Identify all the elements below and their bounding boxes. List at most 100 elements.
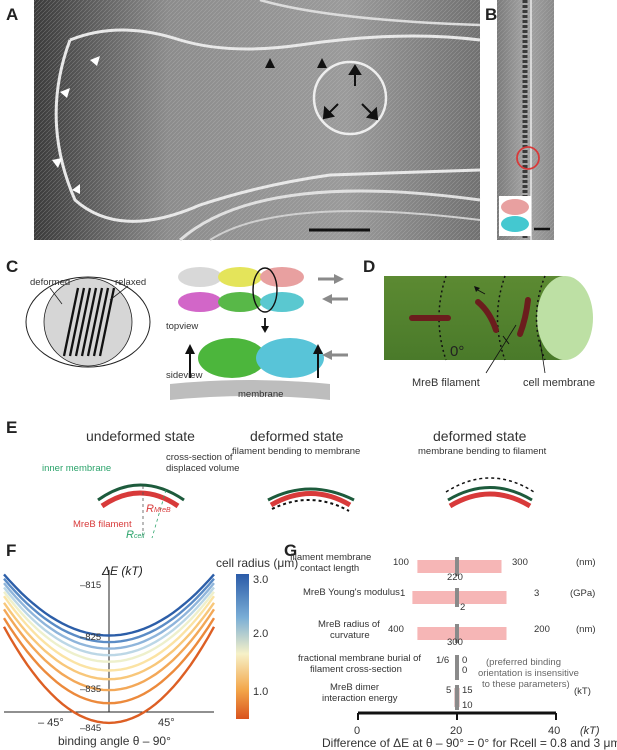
panel-label-d: D [363,257,375,276]
label-zero-degree: 0° [450,343,464,360]
label-displaced-1: cross-section of [166,452,233,463]
label-relaxed: relaxed [115,277,146,288]
ytick-825: –825 [80,632,101,643]
g-xtick-40: 40 [548,725,560,737]
panel-label-a: A [6,5,18,24]
g-row1-base: 220 [447,572,463,583]
panel-c-protein-views [170,267,348,400]
g-row1-low: 100 [393,557,409,568]
label-inner-membrane: inner membrane [42,463,111,474]
baseline-mark-4 [455,655,459,680]
g-row4-low: 1/6 [436,655,449,666]
panel-label-f: F [6,541,16,560]
label-r-cell: Rcell [126,529,145,541]
g-xtick-0: 0 [354,725,360,737]
label-sideview: sideview [166,370,203,381]
g-row5-unit: (kT) [574,686,591,697]
g-row1-label1: filament membrane [290,552,371,563]
panel-d-cell-cylinder [384,275,593,374]
state-deformed-1-sub: filament bending to membrane [232,446,360,457]
cbar-tick-3: 3.0 [253,574,268,586]
panel-e-deformed-1 [267,487,355,512]
panel-c-cross-section [25,276,151,368]
panel-label-c: C [6,257,18,276]
series-line-r1.2 [3,608,215,692]
series-line-r2.0 [3,586,215,657]
panel-label-b: B [485,5,497,24]
chart-g [357,557,557,720]
cbar-tick-2: 2.0 [253,628,268,640]
ytick-835: –835 [80,684,101,695]
panel-b-micrograph [497,0,554,240]
label-r-mreb: RMreB [146,503,171,515]
chart-g-xlabel: Difference of ΔE at θ – 90° = 0° for Rce… [322,736,617,750]
g-row3-base: 300 [447,637,463,648]
g-row2-label1: MreB Young's modulus [303,587,400,598]
chart-f-ylabel: ΔE (kT) [101,564,143,578]
g-row4-high: 0 [462,655,467,666]
g-row2-high: 3 [534,588,539,599]
cbar-tick-1: 1.0 [253,686,268,698]
series-line-r3.0 [3,573,215,637]
g-note-1: (preferred binding [486,657,561,668]
panel-label-e: E [6,418,17,437]
baseline-mark-5 [455,685,459,710]
g-row4-label1: fractional membrane burial of [298,653,421,664]
g-row4-base: 0 [462,665,467,676]
series-line-r1.0 [2,617,216,705]
panel-e-undeformed [97,483,185,539]
label-mreb-filament-e: MreB filament [73,519,132,530]
state-deformed-1: deformed state [250,428,344,444]
baseline-mark-3 [455,624,459,643]
g-row2-base: 2 [460,602,465,613]
baseline-mark-2 [455,588,459,607]
label-deformed: deformed [30,277,70,288]
range-bar-2 [412,591,507,604]
g-row3-low: 400 [388,624,404,635]
g-row3-high: 200 [534,624,550,635]
series-line-r1.8 [3,591,215,663]
state-undeformed: undeformed state [86,428,195,444]
g-row2-unit: (GPa) [570,588,595,599]
g-row3-label1: MreB radius of [318,619,380,630]
g-row5-label1: MreB dimer [330,682,379,693]
g-note-3: to these parameters) [482,679,570,690]
panel-label-g: G [284,541,297,560]
label-topview: topview [166,321,198,332]
panel-e-deformed-2 [445,477,535,509]
chart-f [2,570,216,725]
g-row1-unit: (nm) [576,557,596,568]
g-note-2: orientation is insensitive [478,668,579,679]
g-row5-low: 5 [446,685,451,696]
ytick-815: –815 [80,580,101,591]
panel-a-micrograph [34,0,481,242]
g-row5-label2: interaction energy [322,693,398,704]
state-deformed-2-sub: membrane bending to filament [418,446,547,457]
g-row3-unit: (nm) [576,624,596,635]
xtick-45: 45° [158,717,175,729]
baseline-mark-1 [455,557,459,576]
g-row5-high: 15 [462,685,473,696]
g-row1-label2: contact length [300,563,359,574]
range-bar-3 [417,627,507,640]
label-membrane: membrane [238,389,283,400]
g-row4-label2: filament cross-section [310,664,402,675]
series-line-r1.6 [3,595,215,672]
ytick-845: –845 [80,723,101,734]
circle-marker [516,146,540,170]
g-xtick-20: 20 [450,725,462,737]
g-row3-label2: curvature [330,630,370,641]
g-row2-low: 1 [400,588,405,599]
series-line-r1.4 [3,602,215,681]
chart-f-xlabel: binding angle θ – 90° [58,734,171,748]
g-row5-base: 10 [462,700,473,711]
series-line-r2.2 [3,582,215,650]
series-line-r0.8 [2,626,216,725]
range-bar-1 [417,560,502,573]
state-deformed-2: deformed state [433,428,527,444]
label-mreb-filament-d: MreB filament [412,377,480,389]
label-displaced-2: displaced volume [166,463,239,474]
g-row1-high: 300 [512,557,528,568]
g-xunit: (kT) [580,725,600,737]
